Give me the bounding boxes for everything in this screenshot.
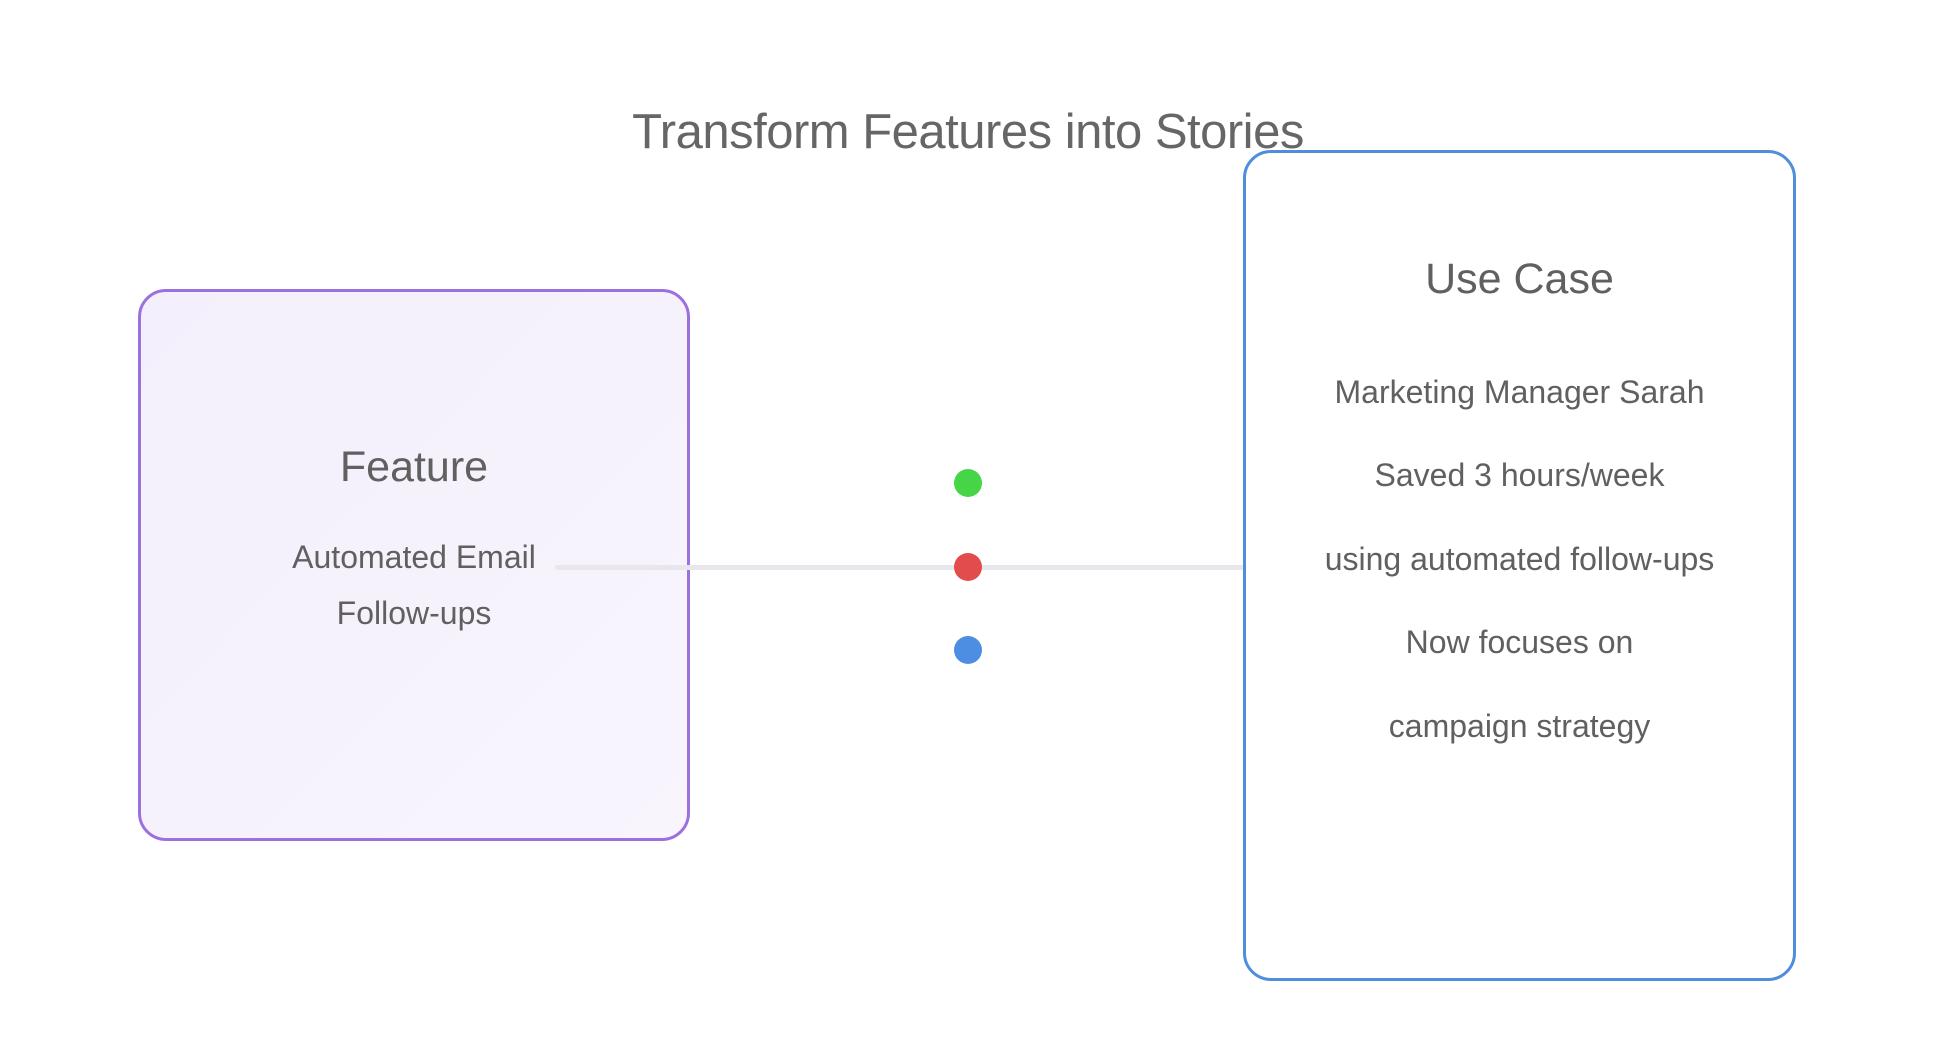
- use-case-box: Use Case Marketing Manager Sarah Saved 3…: [1243, 150, 1796, 981]
- feature-heading: Feature: [339, 443, 489, 491]
- red-dot: [954, 553, 982, 581]
- diagram-title: Transform Features into Stories: [632, 105, 1304, 159]
- use-case-line-1: Marketing Manager Sarah: [1334, 374, 1705, 410]
- use-case-line-3: using automated follow-ups: [1324, 541, 1715, 577]
- feature-line-1: Automated Email: [292, 539, 536, 575]
- feature-line-2: Follow-ups: [336, 595, 492, 631]
- blue-dot: [954, 636, 982, 664]
- use-case-line-4: Now focuses on: [1405, 624, 1634, 660]
- green-dot: [954, 469, 982, 497]
- use-case-line-2: Saved 3 hours/week: [1374, 457, 1665, 493]
- connector-line: [555, 565, 1250, 570]
- use-case-heading: Use Case: [1425, 255, 1614, 303]
- use-case-line-5: campaign strategy: [1388, 708, 1651, 744]
